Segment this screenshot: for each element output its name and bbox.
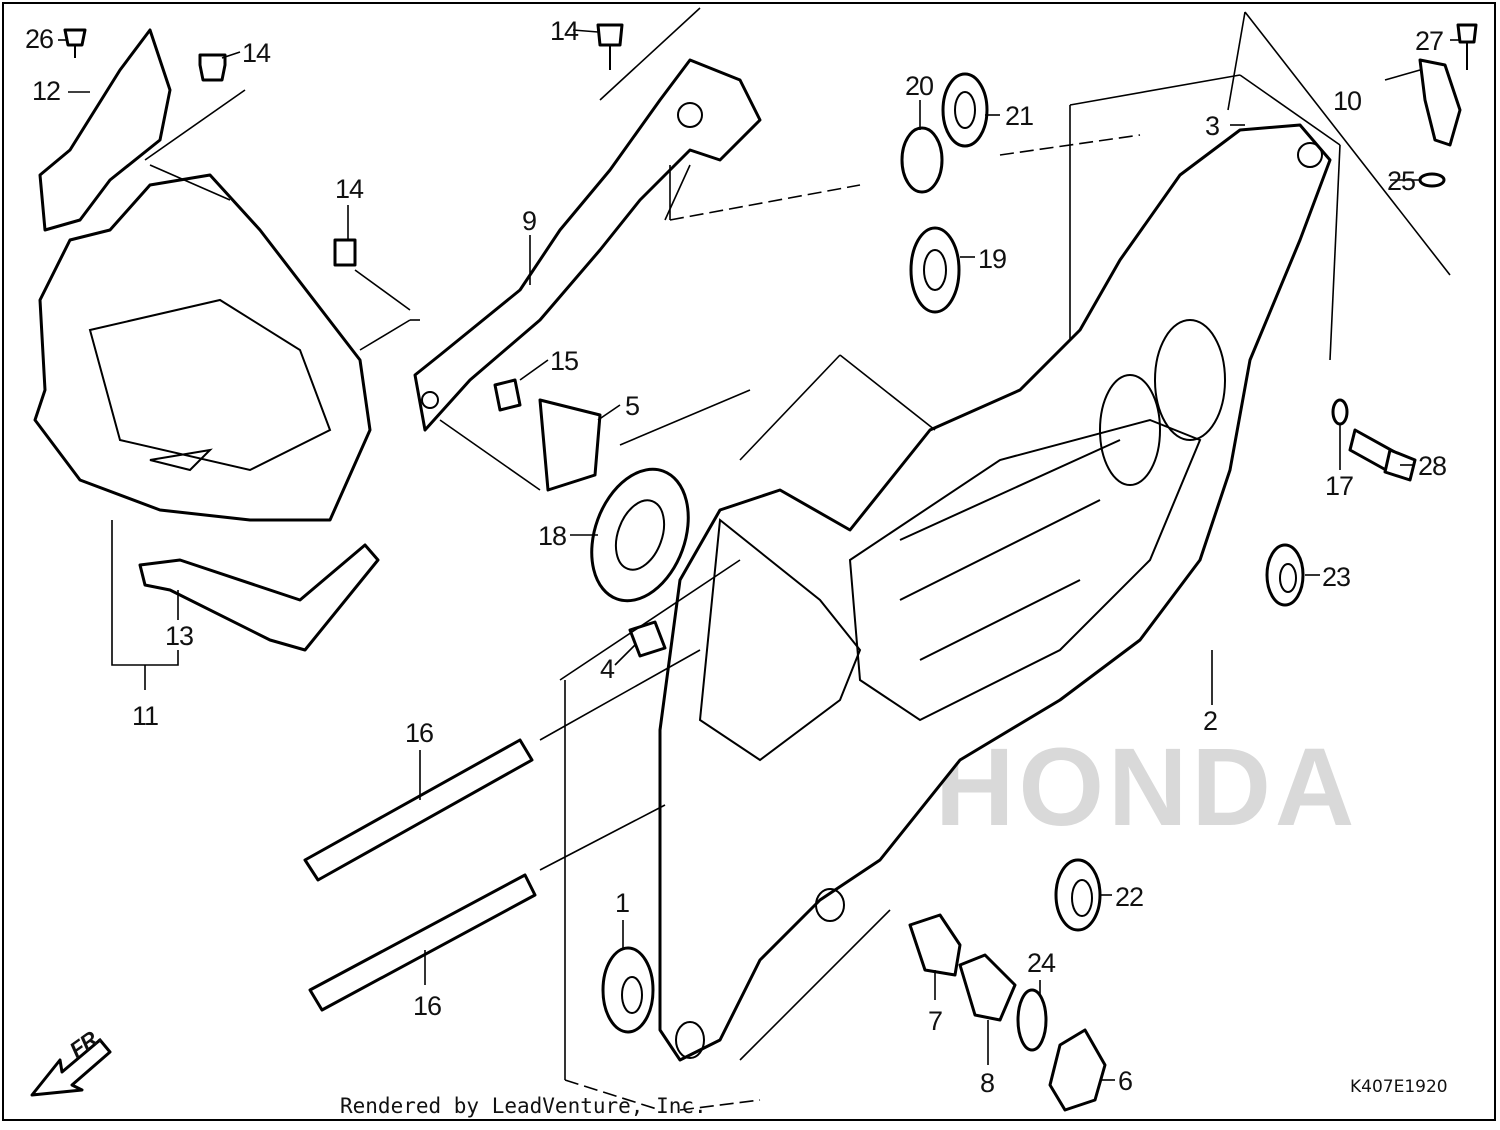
credit-text: Rendered by LeadVenture, Inc.: [340, 1094, 707, 1118]
drain-assembly: [908, 913, 1107, 1112]
callout-19: 19: [978, 244, 1006, 274]
callout-22: 22: [1115, 882, 1143, 912]
callout-14a: 14: [242, 38, 271, 68]
callout-leaders: [58, 29, 1460, 1081]
callout-24: 24: [1027, 948, 1056, 978]
callout-14b: 14: [550, 16, 579, 46]
left-cover-assembly: [33, 28, 380, 690]
callout-18: 18: [538, 521, 566, 551]
bearing-18: [590, 467, 690, 603]
brand-watermark: HONDA: [935, 726, 1358, 849]
callout-3: 3: [1205, 111, 1219, 141]
callout-15: 15: [550, 346, 578, 376]
callout-23: 23: [1322, 562, 1350, 592]
bolts: [63, 23, 1478, 412]
front-arrow: [30, 1038, 112, 1097]
plate-5: [538, 398, 602, 492]
bracket-9: [413, 58, 762, 432]
sensor-10: [1418, 58, 1462, 188]
callout-6: 6: [1118, 1066, 1132, 1096]
bushing-4: [628, 620, 667, 658]
callout-20: 20: [905, 71, 933, 101]
bearing-1: [601, 946, 655, 1034]
guide-lines: [144, 7, 1451, 1111]
callout-25: 25: [1387, 166, 1415, 196]
callout-numbers: 1 2 3 4 5 6 7 8 9 10 11 12 13 14 14 14 1…: [25, 16, 1447, 1098]
callout-14c: 14: [335, 174, 364, 204]
bearings-upper: [900, 72, 989, 314]
drawing-code: K407E1920: [1350, 1077, 1448, 1097]
callout-2: 2: [1203, 706, 1217, 736]
callout-7: 7: [928, 1006, 942, 1036]
callout-9: 9: [522, 206, 536, 236]
callout-1: 1: [615, 888, 629, 918]
callout-21: 21: [1005, 101, 1033, 131]
callout-26: 26: [25, 24, 53, 54]
crankcase-2: [658, 123, 1332, 1062]
callout-4: 4: [600, 654, 615, 684]
callout-5: 5: [625, 391, 639, 421]
callout-12: 12: [32, 76, 60, 106]
callout-27: 27: [1415, 26, 1443, 56]
callout-10: 10: [1333, 86, 1361, 116]
callout-13: 13: [165, 621, 193, 651]
callout-16a: 16: [405, 718, 433, 748]
bolt-28: [1331, 398, 1417, 482]
callout-8: 8: [980, 1068, 994, 1098]
callout-16b: 16: [413, 991, 441, 1021]
callout-17: 17: [1325, 471, 1353, 501]
callout-11: 11: [132, 701, 158, 731]
callout-28: 28: [1418, 451, 1446, 481]
studs-16: [303, 738, 537, 1012]
